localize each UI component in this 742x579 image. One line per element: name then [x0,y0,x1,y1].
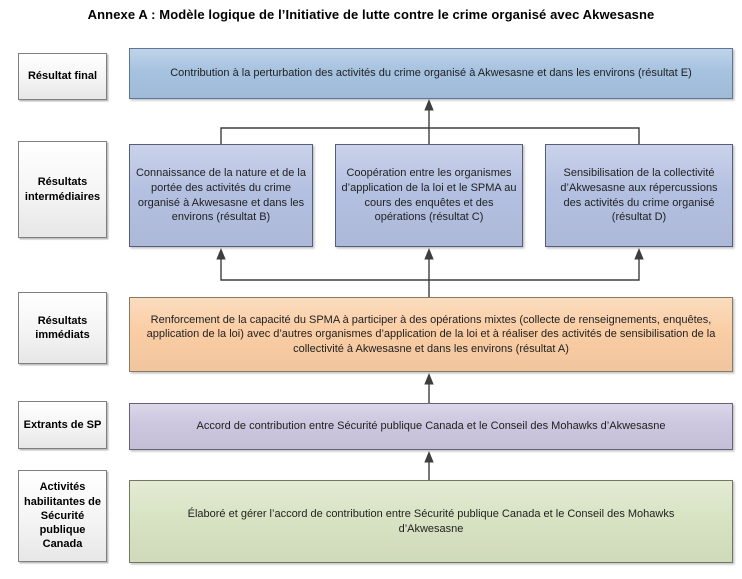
result-box-e-final: Contribution à la perturbation des activ… [129,48,733,99]
arrowhead-to-final [424,99,434,111]
result-box-text: Contribution à la perturbation des activ… [170,67,692,80]
activity-box-text: Élaboré et gérer l’accord de contributio… [187,507,675,535]
page-title: Annexe A : Modèle logique de l’Initiativ… [87,7,655,22]
result-box-b-intermediate: Connaissance de la nature et de la porté… [129,144,313,247]
row-label-enabling-activities: Activités habilitantes de Sécurité publi… [18,470,107,562]
row-label-intermediate-results: Résultats intermédiaires [18,141,107,238]
row-label-immediate-results: Résultats immédiats [18,292,107,364]
result-box-c-intermediate: Coopération entre les organismes d’appli… [335,144,523,247]
row-label-text: Résultat final [27,70,98,83]
row-label-text: Résultats immédiats [35,314,90,341]
row-label-text: Résultats intermédiaires [24,176,101,203]
result-box-a-immediate: Renforcement de la capacité du SPMA à pa… [129,297,733,372]
row-label-text: Extrants de SP [23,418,102,431]
result-box-text: Connaissance de la nature et de la porté… [135,167,306,224]
arrowhead-to-immediate [424,373,434,385]
connector-immediate-to-intermediates [220,259,640,281]
row-label-final-result: Résultat final [18,53,107,100]
arrowhead-to-intermediate-d [634,248,644,260]
arrowhead-to-intermediate-c [424,248,434,260]
output-box-text: Accord de contribution entre Sécurité pu… [196,420,666,433]
row-label-text: Activités habilitantes de Sécurité publi… [23,481,102,551]
activity-box-develop-manage-agreement: Élaboré et gérer l’accord de contributio… [129,480,733,563]
row-label-ps-outputs: Extrants de SP [18,401,107,449]
arrowhead-to-output [424,451,434,463]
result-box-text: Renforcement de la capacité du SPMA à pa… [146,313,716,355]
output-box-contribution-agreement: Accord de contribution entre Sécurité pu… [129,403,733,450]
result-box-text: Sensibilisation de la collectivité d’Akw… [560,167,718,224]
result-box-d-intermediate: Sensibilisation de la collectivité d’Akw… [545,144,733,247]
connector-intermediate-to-final [220,127,640,144]
arrowhead-to-intermediate-b [216,248,226,260]
result-box-text: Coopération entre les organismes d’appli… [341,167,517,224]
